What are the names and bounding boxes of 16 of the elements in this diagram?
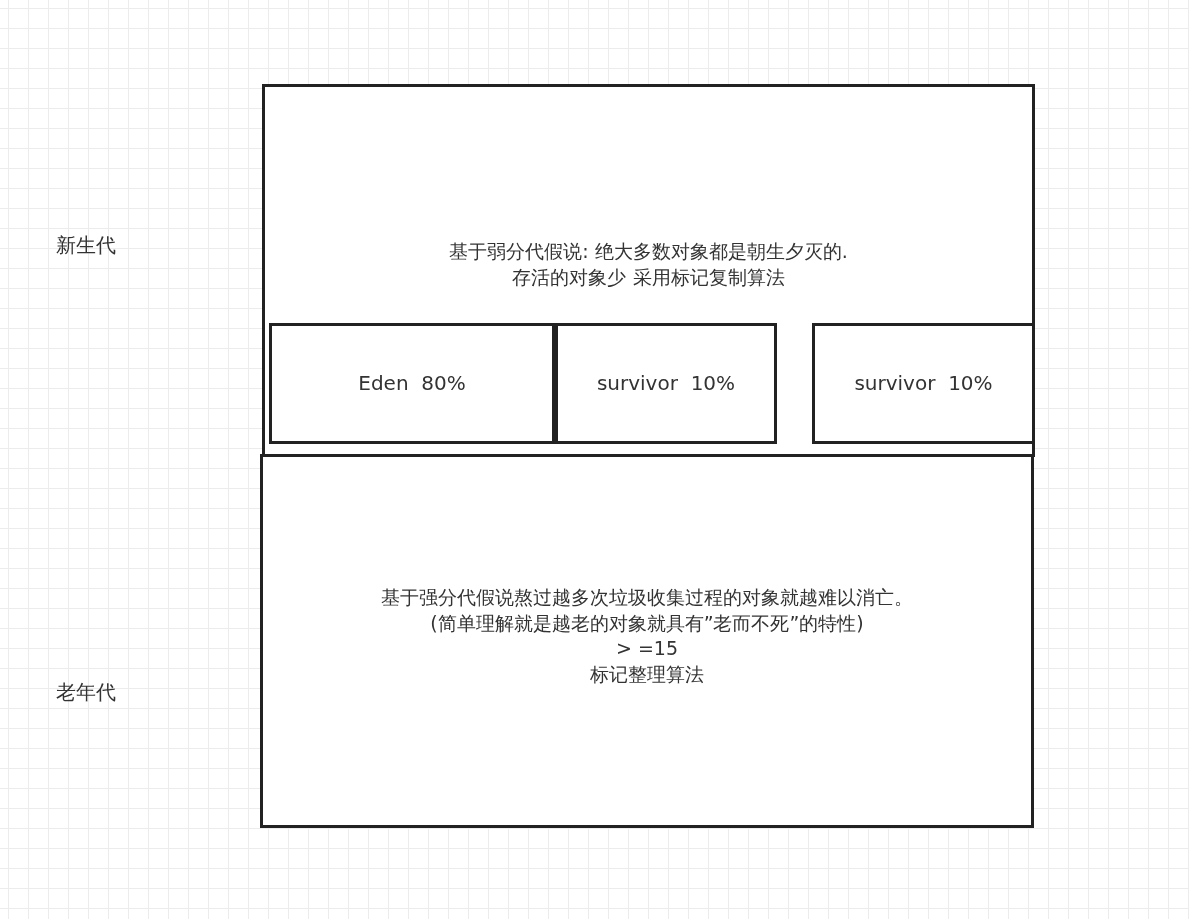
memory-region-box — [269, 323, 555, 444]
region-text: (简单理解就是越老的对象就具有”老而不死”的特性) — [430, 610, 864, 636]
region-text: survivor 10% — [854, 370, 993, 397]
region-text: 存活的对象少 采用标记复制算法 — [512, 264, 785, 290]
generation-label: 新生代 — [56, 232, 116, 259]
region-text: 基于强分代假说熬过越多次垃圾收集过程的对象就越难以消亡。 — [381, 585, 913, 610]
region-text: 基于弱分代假说: 绝大多数对象都是朝生夕灭的. — [449, 239, 848, 264]
memory-region-box — [260, 454, 1034, 828]
generation-label: 老年代 — [56, 679, 116, 706]
region-text: > =15 — [615, 636, 679, 662]
region-text: 标记整理算法 — [590, 661, 704, 687]
region-text: Eden 80% — [358, 370, 466, 397]
memory-region-box — [262, 84, 1035, 457]
memory-region-box — [555, 323, 777, 444]
memory-region-box — [812, 323, 1035, 444]
region-text: survivor 10% — [596, 370, 736, 397]
